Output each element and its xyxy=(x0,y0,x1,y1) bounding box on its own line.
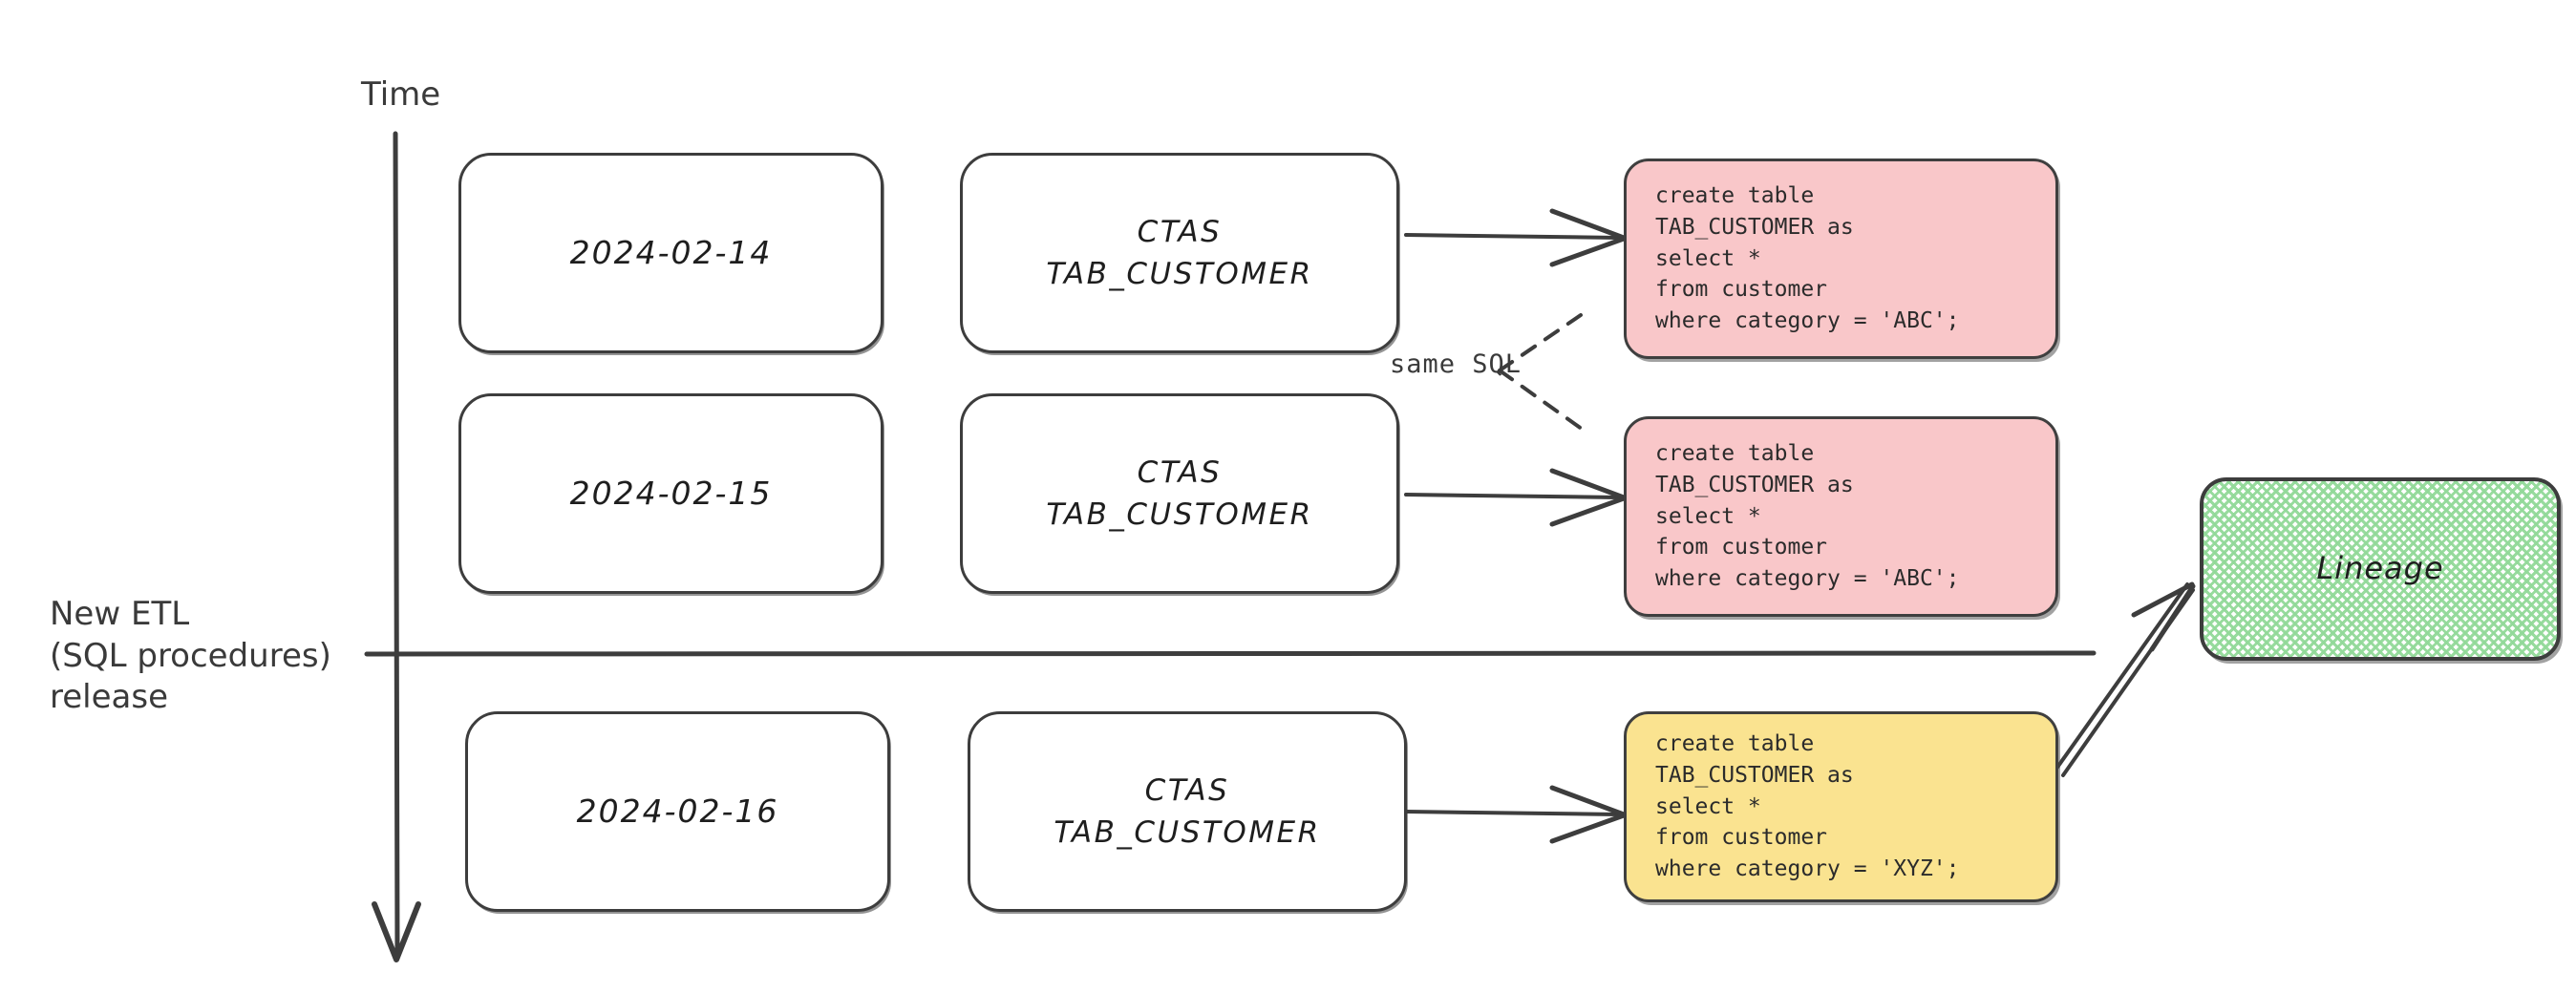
job-line-1: CTAS xyxy=(1144,772,1230,808)
arrow-row-3 xyxy=(1404,785,1627,844)
job-label: CTAS TAB_CUSTOMER xyxy=(1046,452,1312,536)
sql-box-row-2[interactable]: create table TAB_CUSTOMER as select * fr… xyxy=(1624,416,2058,617)
sql-box-row-1[interactable]: create table TAB_CUSTOMER as select * fr… xyxy=(1624,158,2058,359)
job-box-row-2[interactable]: CTAS TAB_CUSTOMER xyxy=(960,393,1399,594)
arrow-row-2 xyxy=(1404,468,1627,527)
job-line-1: CTAS xyxy=(1137,214,1223,249)
job-label: CTAS TAB_CUSTOMER xyxy=(1046,211,1312,295)
job-line-1: CTAS xyxy=(1137,454,1223,490)
release-marker-label: New ETL (SQL procedures) release xyxy=(50,595,331,717)
time-axis-label: Time xyxy=(361,75,441,114)
sql-text: create table TAB_CUSTOMER as select * fr… xyxy=(1655,441,1960,591)
time-axis xyxy=(372,131,421,962)
date-label: 2024-02-15 xyxy=(569,474,773,512)
date-box-row-1[interactable]: 2024-02-14 xyxy=(458,153,884,353)
date-label: 2024-02-14 xyxy=(569,233,773,271)
same-sql-annotation: same SQL xyxy=(1390,349,1522,379)
sql-text: create table TAB_CUSTOMER as select * fr… xyxy=(1655,183,1960,333)
lineage-box[interactable]: Lineage xyxy=(2200,477,2561,661)
sql-box-row-3[interactable]: create table TAB_CUSTOMER as select * fr… xyxy=(1624,711,2058,902)
job-line-2: TAB_CUSTOMER xyxy=(1046,257,1313,291)
lineage-label: Lineage xyxy=(2316,550,2444,587)
job-line-2: TAB_CUSTOMER xyxy=(1046,497,1313,532)
arrow-to-lineage xyxy=(2054,581,2196,777)
date-box-row-2[interactable]: 2024-02-15 xyxy=(458,393,884,594)
sql-text: create table TAB_CUSTOMER as select * fr… xyxy=(1655,731,1960,881)
arrow-row-1 xyxy=(1404,208,1627,267)
job-line-2: TAB_CUSTOMER xyxy=(1054,815,1321,850)
release-divider xyxy=(364,650,2097,657)
date-label: 2024-02-16 xyxy=(576,792,779,830)
job-label: CTAS TAB_CUSTOMER xyxy=(1054,770,1320,854)
date-box-row-3[interactable]: 2024-02-16 xyxy=(465,711,890,912)
job-box-row-1[interactable]: CTAS TAB_CUSTOMER xyxy=(960,153,1399,353)
job-box-row-3[interactable]: CTAS TAB_CUSTOMER xyxy=(968,711,1407,912)
